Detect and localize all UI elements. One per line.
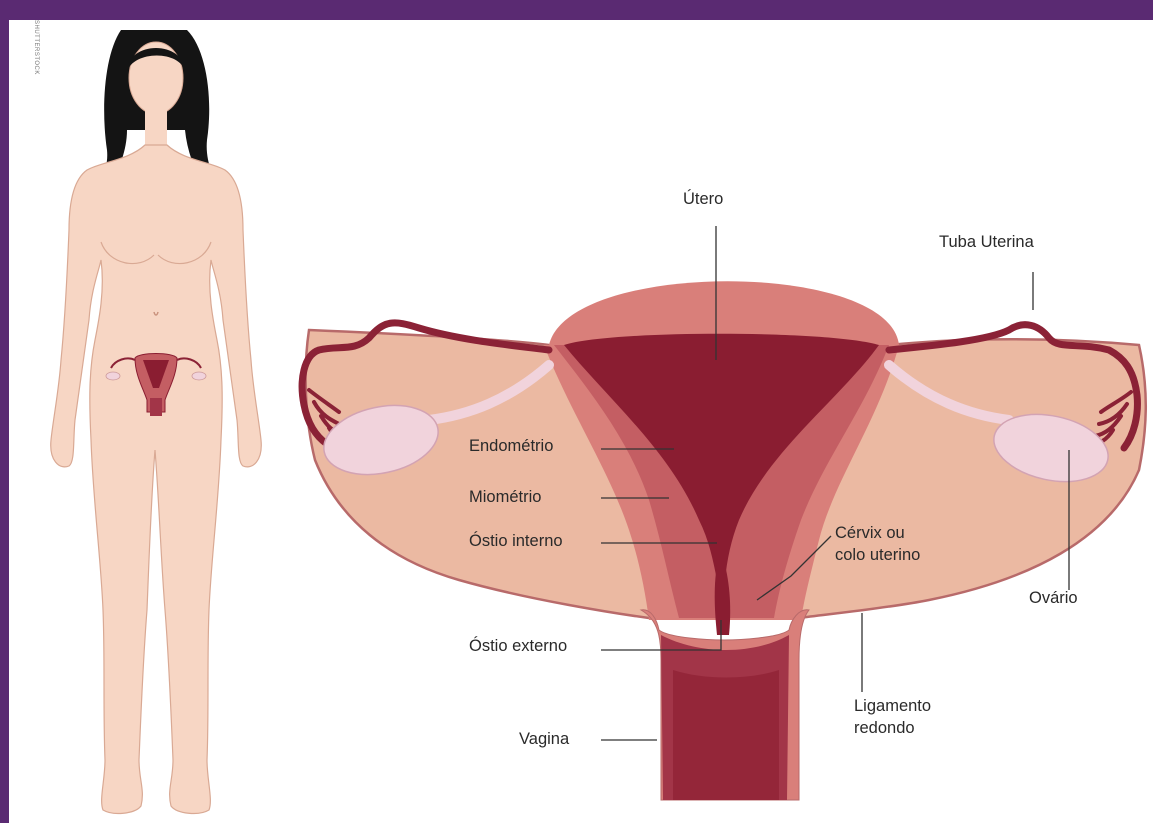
label-utero: Útero xyxy=(683,189,723,209)
label-cervix-line2: colo uterino xyxy=(835,544,920,566)
label-ostio-interno: Óstio interno xyxy=(469,531,563,551)
label-tuba-uterina: Tuba Uterina xyxy=(939,232,1034,252)
label-vagina: Vagina xyxy=(519,729,569,749)
label-cervix-line1: Cérvix ou xyxy=(835,522,920,544)
label-ligamento-line1: Ligamento xyxy=(854,695,931,717)
label-ovario: Ovário xyxy=(1029,588,1078,608)
anatomy-illustration xyxy=(9,20,1153,823)
body-silhouette xyxy=(51,145,262,813)
label-miometrio: Miométrio xyxy=(469,487,541,507)
female-body-figure xyxy=(51,30,262,813)
label-cervix: Cérvix ou colo uterino xyxy=(835,522,920,566)
image-credit: SHUTTERSTOCK xyxy=(33,20,39,75)
label-ligamento-redondo: Ligamento redondo xyxy=(854,695,931,739)
diagram-frame: SHUTTERSTOCK Útero Tuba Uterina Endométr… xyxy=(9,20,1153,823)
uterus-cross-section xyxy=(302,226,1146,800)
label-ligamento-line2: redondo xyxy=(854,717,931,739)
label-ostio-externo: Óstio externo xyxy=(469,636,567,656)
label-endometrio: Endométrio xyxy=(469,436,553,456)
